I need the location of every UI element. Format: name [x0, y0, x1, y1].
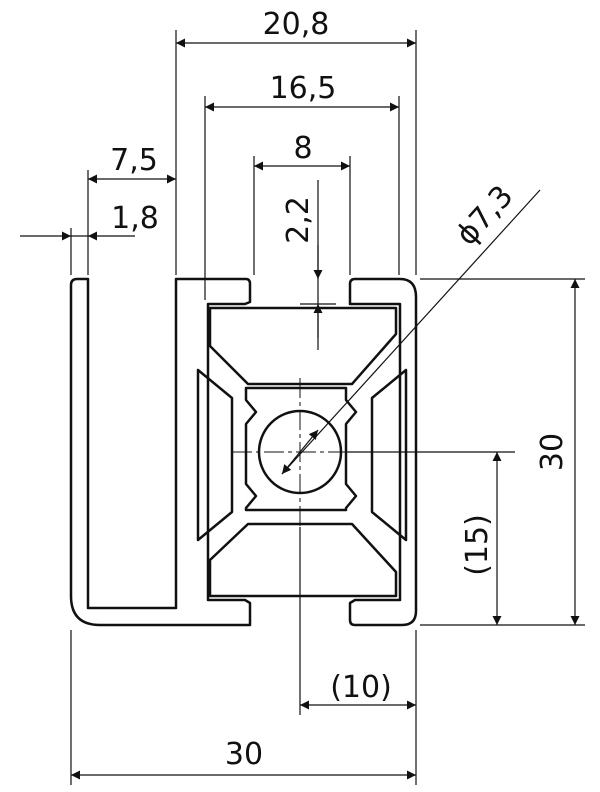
- dim-2-2: 2,2: [281, 196, 316, 244]
- core-cross: [244, 386, 358, 512]
- dim-15: (15): [460, 514, 495, 576]
- profile-outline: [69, 277, 418, 627]
- dim-30-horizontal: 30: [225, 737, 263, 772]
- diameter-leader: [281, 189, 541, 475]
- right-contour: [348, 277, 418, 627]
- dim-16-5: 16,5: [270, 71, 337, 106]
- outer-contour: [69, 277, 252, 627]
- dim-20-8: 20,8: [263, 7, 330, 42]
- lower-cavity: [208, 522, 398, 598]
- dim-8: 8: [293, 131, 312, 166]
- dimension-lines: [20, 30, 585, 785]
- left-pocket: [196, 368, 234, 542]
- dim-7-5: 7,5: [110, 143, 158, 178]
- dim-1-8: 1,8: [111, 201, 159, 236]
- right-pocket: [370, 368, 408, 542]
- dim-diameter-7-3: ϕ7,3: [449, 179, 520, 253]
- upper-cavity: [208, 306, 398, 386]
- dim-30-vertical: 30: [535, 433, 570, 471]
- dim-10: (10): [330, 670, 392, 705]
